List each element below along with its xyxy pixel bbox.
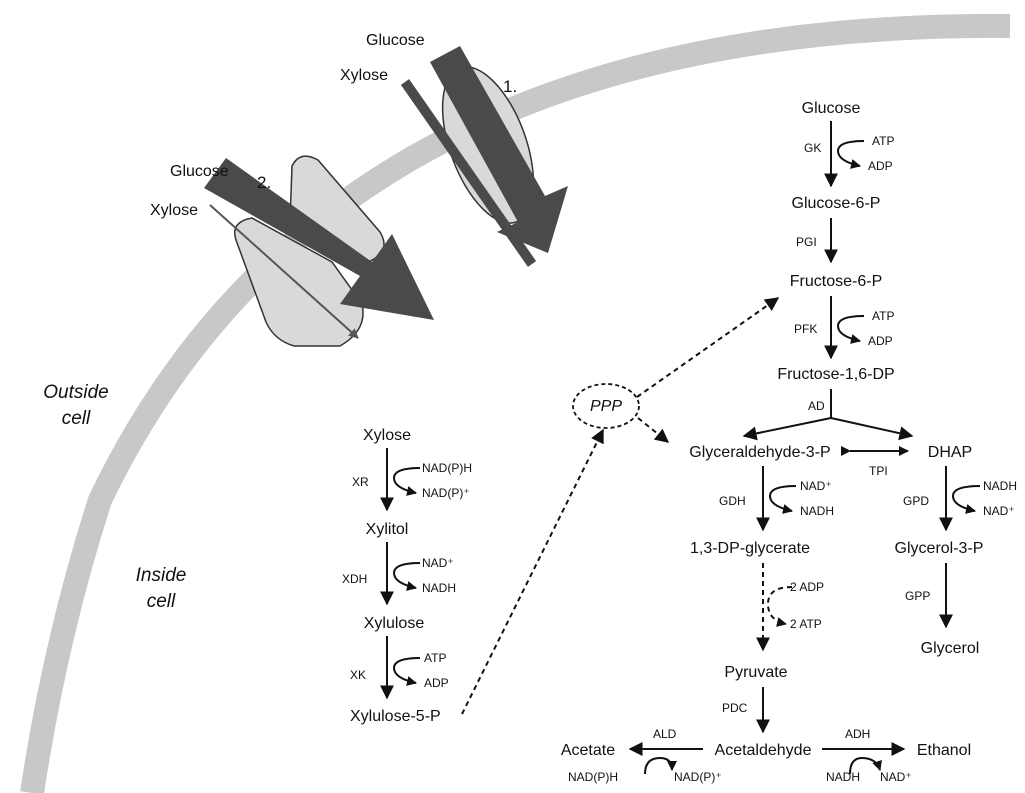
outside-cell-label-2: cell — [62, 408, 91, 429]
cofactor-gk-out: ADP — [868, 159, 893, 173]
cofactor-xdh-out: NADH — [422, 581, 456, 595]
inside-cell-label: Inside — [136, 565, 187, 586]
xylulose-metabolite: Xylulose — [364, 615, 425, 632]
cofactor-xr-in: NAD(P)H — [422, 461, 472, 475]
ppp-label: PPP — [590, 398, 622, 415]
dhap-metabolite: DHAP — [928, 444, 972, 461]
cofactor-2-adp: 2 ADP — [790, 580, 824, 594]
cofactor-gdh-out: NADH — [800, 504, 834, 518]
pyruvate-metabolite: Pyruvate — [724, 664, 787, 681]
transporter-2-xylose-label: Xylose — [150, 202, 198, 219]
transporter-2-label: 2. — [257, 173, 271, 192]
glycerol-metabolite: Glycerol — [921, 640, 980, 657]
xylose-pathway: Xylose XR NAD(P)H NAD(P)⁺ Xylitol XDH NA… — [342, 427, 472, 725]
enzyme-gpp: GPP — [905, 589, 930, 603]
cofactor-gk-in: ATP — [872, 134, 894, 148]
xylose-metabolite: Xylose — [363, 427, 411, 444]
enzyme-tpi: TPI — [869, 464, 888, 478]
transporter-1-label: 1. — [503, 77, 517, 96]
1-3-dp-glycerate-metabolite: 1,3-DP-glycerate — [690, 540, 810, 557]
cofactor-xdh-in: NAD⁺ — [422, 556, 454, 570]
glycerol-branch: GPD NADH NAD⁺ Glycerol-3-P GPP Glycerol — [895, 466, 1017, 657]
cofactor-gpd-out: NAD⁺ — [983, 504, 1015, 518]
transporter-2: 2. Glucose Xylose — [150, 155, 434, 347]
glyceraldehyde-3-p-metabolite: Glyceraldehyde-3-P — [689, 444, 830, 461]
inside-cell-label-2: cell — [147, 591, 176, 612]
glucose-flux-arrow-1 — [430, 46, 568, 253]
cofactor-pfk-out: ADP — [868, 334, 893, 348]
cofactor-xr-out: NAD(P)⁺ — [422, 486, 470, 500]
enzyme-gpd: GPD — [903, 494, 929, 508]
enzyme-pfk: PFK — [794, 322, 817, 336]
enzyme-xdh: XDH — [342, 572, 367, 586]
glycolysis-pathway: Glucose GK ATP ADP Glucose-6-P PGI Fruct… — [561, 100, 972, 784]
fructose-1-6-dp-metabolite: Fructose-1,6-DP — [777, 366, 894, 383]
transporter-1-xylose-label: Xylose — [340, 67, 388, 84]
enzyme-ad: AD — [808, 399, 825, 413]
cofactor-xk-in: ATP — [424, 651, 446, 665]
xylose-flux-line-1 — [400, 79, 537, 267]
transporter-2-glucose-label: Glucose — [170, 163, 229, 180]
cofactor-adh-out: NAD⁺ — [880, 770, 912, 784]
xylitol-metabolite: Xylitol — [366, 521, 409, 538]
fructose-6-p-metabolite: Fructose-6-P — [790, 273, 882, 290]
cofactor-adh-in: NADH — [826, 770, 860, 784]
cofactor-ald-out: NAD(P)⁺ — [674, 770, 722, 784]
cofactor-gpd-in: NADH — [983, 479, 1017, 493]
enzyme-adh: ADH — [845, 727, 870, 741]
ppp-node — [572, 383, 640, 429]
cofactor-2-atp: 2 ATP — [790, 617, 822, 631]
outside-cell-label: Outside — [43, 382, 108, 403]
transporter-1-glucose-label: Glucose — [366, 32, 425, 49]
cofactor-ald-in: NAD(P)H — [568, 770, 618, 784]
acetate-metabolite: Acetate — [561, 742, 615, 759]
enzyme-gdh: GDH — [719, 494, 746, 508]
glycerol-3-p-metabolite: Glycerol-3-P — [895, 540, 984, 557]
enzyme-ald: ALD — [653, 727, 677, 741]
glucose-6-p-metabolite: Glucose-6-P — [792, 195, 881, 212]
cofactor-xk-out: ADP — [424, 676, 449, 690]
ethanol-metabolite: Ethanol — [917, 742, 971, 759]
xylose-flux-line-2 — [209, 204, 359, 339]
cofactor-pfk-in: ATP — [872, 309, 894, 323]
enzyme-gk: GK — [804, 141, 821, 155]
enzyme-pgi: PGI — [796, 235, 817, 249]
glucose-metabolite: Glucose — [802, 100, 861, 117]
cofactor-gdh-in: NAD⁺ — [800, 479, 832, 493]
acetaldehyde-metabolite: Acetaldehyde — [715, 742, 812, 759]
xylulose-5-p-metabolite: Xylulose-5-P — [350, 708, 441, 725]
enzyme-xk: XK — [350, 668, 366, 682]
transporter-1: 1. Glucose Xylose — [340, 32, 568, 267]
cell-membrane — [20, 13, 1011, 793]
enzyme-pdc: PDC — [722, 701, 748, 715]
transporter-2-upper-lobe — [289, 155, 385, 263]
enzyme-xr: XR — [352, 475, 369, 489]
glucose-flux-arrow-2 — [204, 158, 434, 320]
